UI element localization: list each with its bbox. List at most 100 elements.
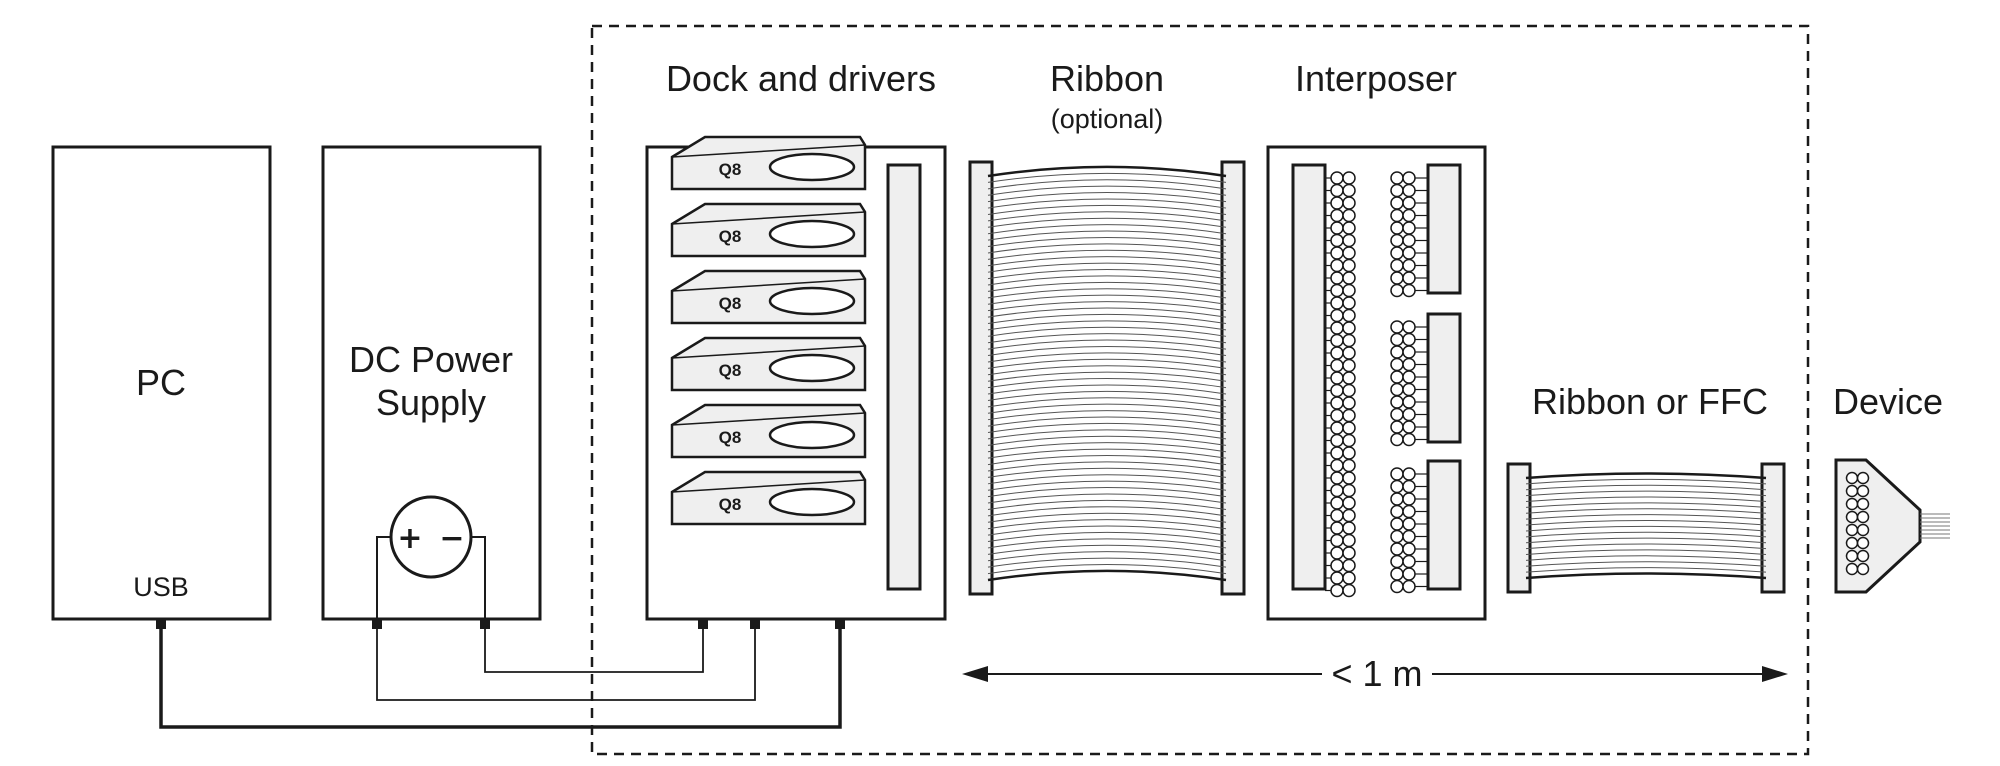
pin (1402, 271, 1416, 285)
pin (1330, 508, 1344, 523)
pin (1390, 504, 1404, 519)
pin (1330, 271, 1344, 285)
pin (1402, 246, 1416, 260)
driver-label: Q8 (719, 361, 742, 380)
pin (1390, 542, 1404, 556)
pin (1390, 320, 1404, 334)
dock-title: Dock and drivers (666, 58, 936, 99)
pin (1402, 567, 1416, 581)
pin (1390, 283, 1404, 298)
ribbon-end-left (1506, 462, 1532, 594)
pin (1342, 296, 1356, 310)
driver-module: Q8 (670, 403, 867, 459)
pin (1330, 521, 1344, 535)
pin (1856, 523, 1870, 537)
pin (1342, 583, 1356, 598)
minus-symbol: − (439, 521, 464, 556)
pin (1342, 283, 1356, 298)
pin (1342, 571, 1356, 585)
pin (1390, 395, 1404, 409)
pin (1390, 567, 1404, 581)
pin (1845, 471, 1859, 485)
pin (1402, 320, 1416, 334)
pin (1402, 196, 1416, 210)
pin (1330, 533, 1344, 548)
pin (1402, 517, 1416, 531)
pin (1342, 358, 1356, 373)
pin (1342, 496, 1356, 510)
pin (1390, 233, 1404, 248)
dock-port-3 (835, 619, 845, 629)
pin (1402, 420, 1416, 434)
pin (1402, 504, 1416, 519)
pin (1330, 446, 1344, 460)
pin (1330, 183, 1344, 198)
driver-module: Q8 (670, 202, 867, 258)
pin (1330, 233, 1344, 248)
pin (1342, 471, 1356, 485)
ribbon-end-right (1220, 160, 1246, 596)
pin (1342, 233, 1356, 248)
pin (1330, 333, 1344, 348)
pin (1342, 183, 1356, 198)
pin (1402, 357, 1416, 372)
pin (1390, 357, 1404, 372)
pin (1330, 571, 1344, 585)
driver-label: Q8 (719, 495, 742, 514)
pin (1402, 233, 1416, 248)
pin (1342, 408, 1356, 423)
pin (1390, 382, 1404, 397)
dashed-boundary (590, 24, 1810, 756)
pin (1856, 562, 1870, 576)
pin (1845, 510, 1859, 524)
pin (1330, 196, 1344, 210)
pin (1330, 321, 1344, 335)
pin (1330, 258, 1344, 273)
ribbon-cable (968, 160, 1246, 596)
pin (1342, 383, 1356, 398)
pin (1390, 420, 1404, 434)
pin (1342, 321, 1356, 335)
pin (1390, 479, 1404, 494)
pin (1330, 583, 1344, 598)
driver-module: Q8 (670, 269, 867, 325)
pc-label: PC (136, 362, 186, 403)
ffc-cable (1506, 462, 1786, 594)
pin (1342, 221, 1356, 235)
driver-module: Q8 (670, 135, 867, 191)
pin (1402, 382, 1416, 397)
pin (1330, 433, 1344, 448)
driver-label: Q8 (719, 160, 742, 179)
pin (1330, 283, 1344, 298)
pin (1330, 421, 1344, 435)
ribbon-end-left (968, 160, 994, 596)
pin (1330, 221, 1344, 235)
pin (1330, 246, 1344, 260)
power-supply-label-line2: Supply (376, 382, 486, 423)
pin (1402, 432, 1416, 447)
pin (1390, 529, 1404, 544)
pin (1402, 183, 1416, 198)
driver-module: Q8 (670, 470, 867, 526)
pin (1342, 483, 1356, 498)
pin (1402, 345, 1416, 359)
interposer-connector-3 (1426, 459, 1462, 591)
pin (1402, 395, 1416, 409)
pin (1342, 308, 1356, 323)
pin (1390, 208, 1404, 223)
pin (1402, 221, 1416, 235)
pin (1845, 549, 1859, 563)
driver-module: Q8 (670, 336, 867, 392)
pin (1342, 196, 1356, 210)
pin (1402, 407, 1416, 422)
driver-label: Q8 (719, 428, 742, 447)
pin (1845, 484, 1859, 498)
interposer-main-connector (1291, 163, 1327, 591)
pin (1342, 433, 1356, 448)
pin (1845, 562, 1859, 576)
wires (159, 629, 842, 729)
pin (1402, 467, 1416, 481)
ribbon-optional-label: (optional) (1051, 104, 1164, 134)
pin (1342, 533, 1356, 548)
